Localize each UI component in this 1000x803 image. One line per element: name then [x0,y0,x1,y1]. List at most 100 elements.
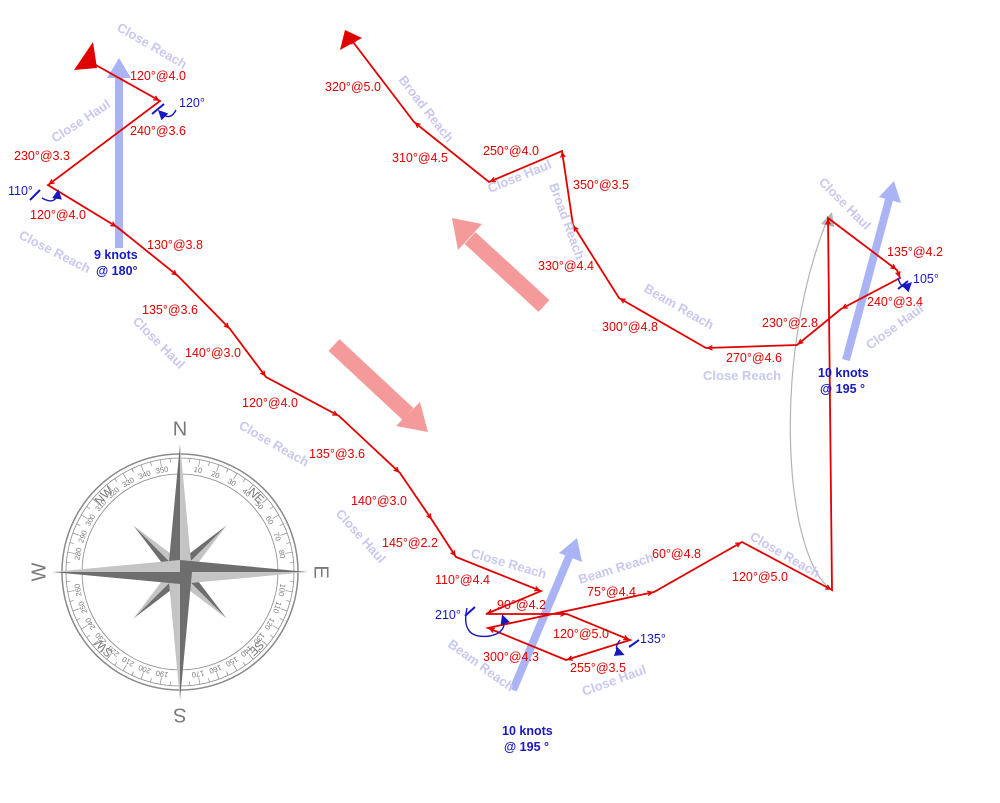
drift-arrow-icon [452,218,550,312]
tack-angle-label: 120° [179,96,205,110]
track-arrow-tick [450,550,456,557]
wind-direction-label: @ 195 ° [504,740,549,754]
leg-label: 120°@4.0 [130,69,186,83]
compass-tick [280,532,288,536]
compass-tick [69,600,74,602]
compass-tick [269,506,274,510]
track-arrow-tick [534,586,541,592]
compass-tick [69,542,74,544]
compass-degree-label: 200 [137,663,152,676]
wind-arrow-icon [107,58,131,248]
track-arrow-tick [350,38,356,45]
leg-label: 270°@4.6 [726,351,782,365]
compass-tick [279,523,284,526]
track-arrow-tick [426,513,432,520]
tack-marker [151,103,177,121]
wind-speed-label: 10 knots [818,366,869,380]
compass-tick [261,640,268,646]
compass-degree-label: 100 [276,583,287,597]
compass-tick [114,661,118,666]
compass-cardinal-label: N [173,418,187,440]
track-arrow-tick [332,410,339,416]
tack-marker [613,639,640,656]
compass-tick [76,618,81,621]
leg-label: 75°@4.4 [587,585,636,599]
point-of-sail-label: Close Haul [486,157,554,196]
leg-label: 140°@3.0 [351,494,407,508]
leg-label: 230°@3.3 [14,149,70,163]
compass-degree-label: 280 [73,547,84,561]
compass-tick [140,464,144,472]
compass-tick [242,478,246,483]
leg-label: 110°@4.4 [435,573,490,587]
compass-tick [131,671,134,676]
compass-tick [76,523,81,526]
connector-arc [789,217,833,591]
leg-label: 130°@3.8 [147,238,203,252]
compass-tick [198,459,201,467]
point-of-sail-label: Broad Reach [546,181,588,262]
track-arrow-tick [797,338,804,345]
track-arrow-tick [48,179,55,185]
compass-tick [99,649,103,653]
wind-direction-label: @ 195 ° [820,382,865,396]
track-arrow-tick [566,655,573,661]
track-arrow-tick [393,466,400,473]
compass-tick [150,678,152,683]
point-of-sail-label: Close Haul [333,506,389,566]
compass-tick [159,677,162,685]
leg-label: 240°@3.6 [130,124,186,138]
compass-tick [81,514,88,519]
compass-degree-label: 160 [208,663,223,676]
wind-direction-label: @ 180° [96,264,138,278]
compass-tick [286,600,291,602]
point-of-sail-label: Beam Reach [445,636,517,694]
leg-label: 120°@5.0 [553,627,609,641]
track-arrow-tick [110,221,117,227]
track-arrow-tick [488,627,495,633]
point-of-sail-label: Close Reach [237,418,312,470]
track-arrow-tick [895,271,901,278]
sailing-track [46,37,902,661]
compass-degree-label: 290 [76,529,89,544]
compass-tick [242,661,246,666]
compass-tick [216,464,220,472]
leg-label: 300°@4.8 [602,320,658,334]
track-arrow-tick [153,95,160,101]
compass-point [180,444,192,572]
compass-tick [233,473,238,480]
compass-degree-label: 340 [137,468,152,481]
leg-label: 255°@3.5 [570,661,626,675]
compass-tick [208,678,210,683]
compass-tick [233,664,238,671]
wind-speed-label: 10 knots [502,724,553,738]
compass-tick [226,671,229,676]
compass-tick [81,625,88,630]
tack-angle-label: 110° [8,184,33,198]
track-arrow-tick [647,590,654,597]
compass-tick [106,653,112,660]
start-flag-icon [74,42,97,70]
drift-arrow-icon [328,339,428,432]
compass-tick [122,664,127,671]
track-arrow-tick [486,608,493,615]
compass-tick [67,590,75,593]
leg-label: 230°@2.8 [762,316,818,330]
compass-degree-label: 30 [226,476,238,488]
leg-label: 330°@4.4 [538,259,594,273]
leg-label: 310°@4.5 [392,151,448,165]
compass-degree-label: 300 [83,513,97,528]
compass-degree-label: 250 [76,600,89,615]
track-arrow-tick [890,264,897,270]
compass-degree-label: 240 [83,616,97,631]
tack-angle-label: 135° [640,632,666,646]
tack-marker [464,606,510,638]
point-of-sail-label: Close Reach [17,227,93,276]
track-arrow-tick [489,176,496,183]
wind-arrow-icon [842,181,901,362]
point-of-sail-label: Close Reach [115,20,190,72]
compass-point [180,572,308,584]
point-of-sail-label: Close Haul [48,96,113,145]
compass-tick [159,459,162,467]
